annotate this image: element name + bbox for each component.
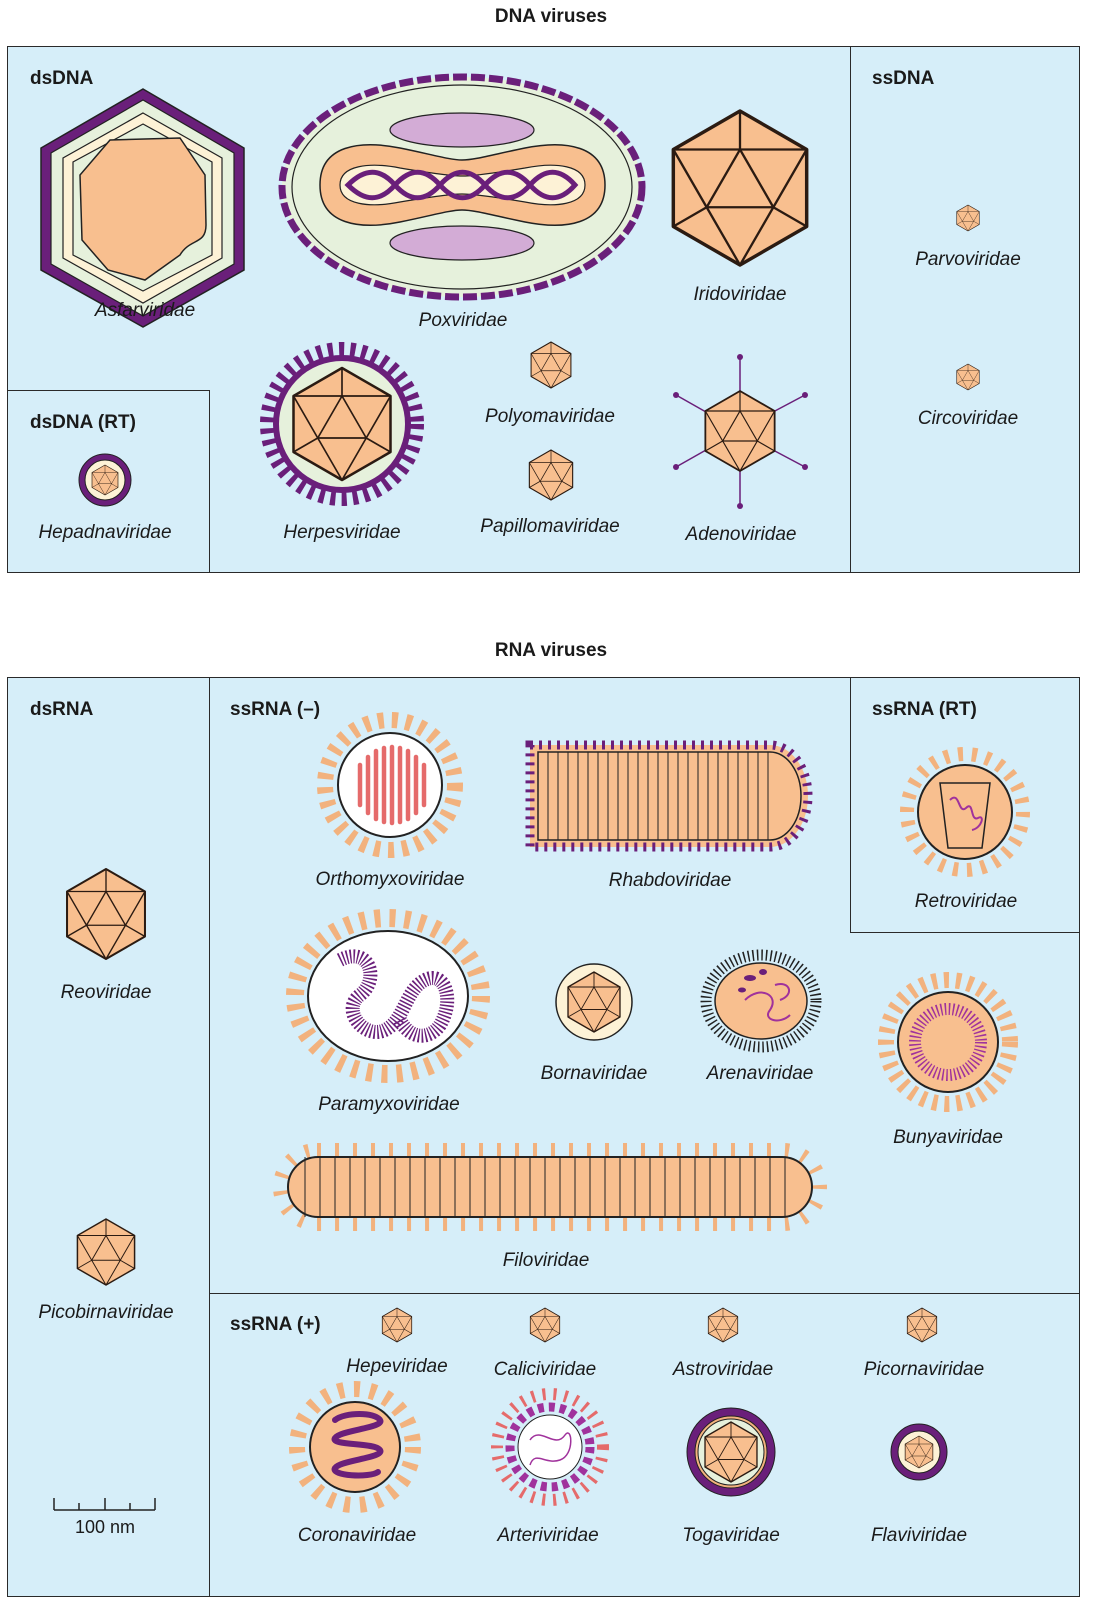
label-arteriviridae: Arteriviridae xyxy=(497,1525,598,1547)
label-arenaviridae: Arenaviridae xyxy=(707,1063,814,1085)
rhabdoviridae-virion xyxy=(530,745,808,847)
label-orthomyxoviridae: Orthomyxoviridae xyxy=(316,869,465,891)
circoviridae-virion xyxy=(957,364,980,390)
label-filoviridae: Filoviridae xyxy=(503,1250,590,1272)
heading-dsrna: dsRNA xyxy=(30,699,93,721)
filoviridae-virion xyxy=(280,1150,820,1224)
scale-bar-label: 100 nm xyxy=(75,1517,135,1538)
caliciviridae-virion xyxy=(530,1308,559,1342)
heading-ssdna: ssDNA xyxy=(872,68,934,90)
asfarviridae-virion xyxy=(41,89,244,327)
label-iridoviridae: Iridoviridae xyxy=(694,284,787,306)
orthomyxoviridae-virion xyxy=(325,720,455,850)
bunyaviridae-virion xyxy=(886,980,1010,1104)
label-rhabdoviridae: Rhabdoviridae xyxy=(609,870,732,892)
label-polyomaviridae: Polyomaviridae xyxy=(485,406,615,428)
retroviridae-virion xyxy=(907,754,1023,870)
label-caliciviridae: Caliciviridae xyxy=(494,1359,596,1381)
heading-ssrna-rt: ssRNA (RT) xyxy=(872,699,977,721)
label-reoviridae: Reoviridae xyxy=(61,982,152,1004)
label-hepadnaviridae: Hepadnaviridae xyxy=(38,522,171,544)
astroviridae-virion xyxy=(708,1308,737,1342)
picornaviridae-virion xyxy=(907,1308,936,1342)
label-picornaviridae: Picornaviridae xyxy=(864,1359,984,1381)
togaviridae-virion xyxy=(687,1408,775,1496)
flaviviridae-virion xyxy=(891,1424,947,1480)
label-paramyxoviridae: Paramyxoviridae xyxy=(318,1094,460,1116)
label-poxviridae: Poxviridae xyxy=(419,310,508,332)
arenaviridae-virion xyxy=(706,955,816,1047)
heading-dsdna-rt: dsDNA (RT) xyxy=(30,412,136,434)
label-papillomaviridae: Papillomaviridae xyxy=(480,516,619,538)
label-bornaviridae: Bornaviridae xyxy=(541,1063,648,1085)
polyomaviridae-virion xyxy=(531,342,571,388)
label-picobirnaviridae: Picobirnaviridae xyxy=(38,1302,173,1324)
picobirnaviridae-virion xyxy=(77,1219,134,1285)
bornaviridae-virion xyxy=(556,964,632,1040)
scale-bar xyxy=(54,1498,155,1510)
label-hepeviridae: Hepeviridae xyxy=(346,1356,447,1378)
label-flaviviridae: Flaviviridae xyxy=(871,1525,967,1547)
label-parvoviridae: Parvoviridae xyxy=(915,249,1021,271)
reoviridae-virion xyxy=(67,869,145,959)
poxviridae-virion xyxy=(282,77,642,297)
hepeviridae-virion xyxy=(382,1308,411,1342)
label-bunyaviridae: Bunyaviridae xyxy=(893,1127,1003,1149)
paramyxoviridae-virion xyxy=(295,918,481,1074)
label-coronaviridae: Coronaviridae xyxy=(298,1525,416,1547)
iridoviridae-virion xyxy=(673,111,806,265)
label-herpesviridae: Herpesviridae xyxy=(283,522,400,544)
heading-dsdna: dsDNA xyxy=(30,68,93,90)
coronaviridae-virion xyxy=(297,1389,413,1505)
label-circoviridae: Circoviridae xyxy=(918,408,1018,430)
adenoviridae-virion xyxy=(673,354,808,509)
label-astroviridae: Astroviridae xyxy=(673,1359,773,1381)
label-adenoviridae: Adenoviridae xyxy=(686,524,797,546)
label-retroviridae: Retroviridae xyxy=(915,891,1017,913)
parvoviridae-virion xyxy=(957,205,980,231)
heading-ssrna-positive: ssRNA (+) xyxy=(230,1314,321,1336)
hepadnaviridae-virion xyxy=(79,454,131,506)
label-togaviridae: Togaviridae xyxy=(682,1525,780,1547)
heading-ssrna-negative: ssRNA (–) xyxy=(230,699,320,721)
label-asfarviridae: Asfarviridae xyxy=(95,300,195,322)
arteriviridae-virion xyxy=(497,1394,603,1500)
herpesviridae-virion xyxy=(269,351,415,497)
papillomaviridae-virion xyxy=(529,450,572,500)
